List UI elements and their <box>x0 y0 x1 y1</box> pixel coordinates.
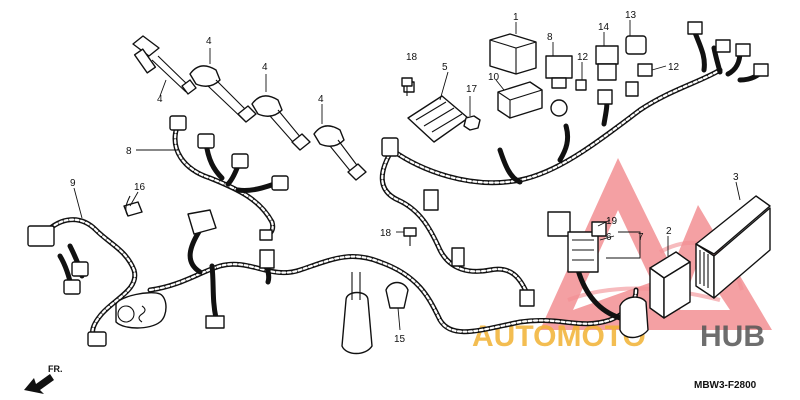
relay-11 <box>545 55 573 117</box>
nut-17 <box>463 115 481 131</box>
callout-18: 18 <box>406 52 418 63</box>
callout-13: 13 <box>625 10 637 21</box>
callout-5: 5 <box>442 62 448 73</box>
callout-17: 17 <box>466 84 478 95</box>
callout-9: 9 <box>70 178 76 189</box>
ignition-coil <box>189 65 257 123</box>
fuse-relay-block <box>547 211 607 273</box>
relay-14 <box>595 45 619 81</box>
round-connector <box>115 292 167 329</box>
module-2 <box>649 251 691 319</box>
regulator-5 <box>403 81 469 143</box>
callout-3: 3 <box>733 172 739 183</box>
watermark-text-hub: HUB <box>700 320 765 353</box>
callout-7: 7 <box>638 232 644 243</box>
callout-18: 18 <box>380 228 392 239</box>
callout-19: 19 <box>606 216 618 227</box>
sub-harness-9 <box>27 217 138 347</box>
callout-4: 4 <box>157 94 163 105</box>
sub-harness-8 <box>169 115 289 241</box>
relay-10 <box>497 81 543 119</box>
callout-10: 10 <box>488 72 500 83</box>
ignition-coil <box>132 35 197 95</box>
callout-8: 8 <box>126 146 132 157</box>
ignition-coil <box>313 125 367 181</box>
callout-4: 4 <box>206 36 212 47</box>
callout-6: 6 <box>606 232 612 243</box>
callout-16: 16 <box>134 182 146 193</box>
bottom-right-coupler <box>619 296 649 339</box>
callout-2: 2 <box>666 226 672 237</box>
callout-4: 4 <box>318 94 324 105</box>
front-direction-arrow <box>24 374 54 394</box>
right-harness-branch <box>687 21 769 83</box>
bolt-18-top <box>401 77 413 96</box>
ecu-3 <box>695 195 771 299</box>
relay-1 <box>489 33 537 75</box>
callout-1: 1 <box>513 12 519 23</box>
callout-12: 12 <box>668 62 680 73</box>
callout-11: 8 <box>547 32 553 43</box>
leader-lines <box>73 20 741 331</box>
diagram-code: MBW3-F2800 <box>694 380 757 391</box>
callout-4: 4 <box>262 62 268 73</box>
callout-14: 14 <box>598 22 610 33</box>
main-wire-harness <box>147 67 723 335</box>
connector-12 <box>575 63 653 105</box>
horn-component <box>341 272 409 355</box>
ignition-coil <box>251 95 311 151</box>
front-label: FR. <box>48 364 63 374</box>
bolt-18-mid <box>403 227 417 246</box>
callout-15: 15 <box>394 334 406 345</box>
relay-13 <box>625 35 647 55</box>
callout-12: 12 <box>577 52 589 63</box>
